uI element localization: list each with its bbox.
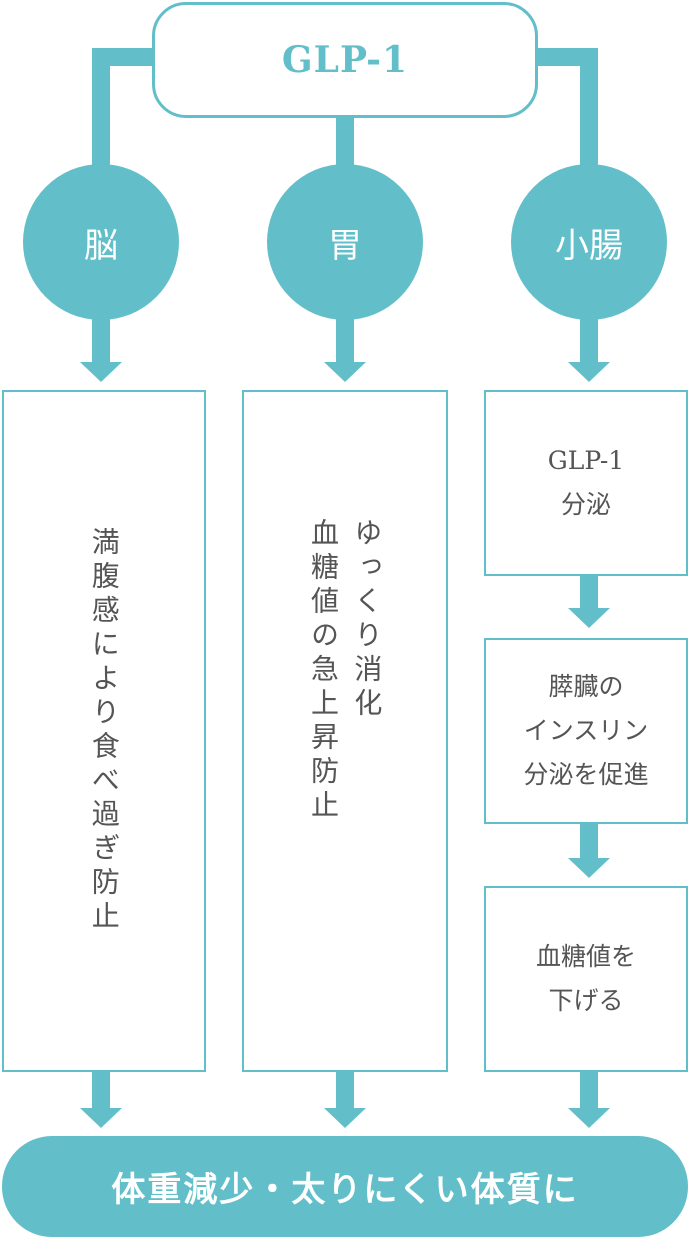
- blood-sugar-box: 血糖値を 下げる: [484, 886, 688, 1072]
- organ-stomach: 胃: [267, 164, 423, 320]
- glp1-secretion-box: GLP-1 分泌: [484, 390, 688, 576]
- organ-brain: 脳: [23, 164, 179, 320]
- glp1-secretion-text: GLP-1 分泌: [548, 439, 624, 527]
- blood-sugar-line-1: 血糖値を: [535, 942, 636, 972]
- brain-effect-text: 満腹感により食べ過ぎ防止: [82, 527, 125, 935]
- stomach-effect-line-1: ゆっくり消化: [350, 518, 384, 722]
- insulin-line-2: インスリン: [523, 716, 649, 746]
- organ-small-intestine-label: 小腸: [555, 225, 623, 266]
- insulin-line-3: 分泌を促進: [523, 759, 649, 789]
- insulin-box: 膵臓の インスリン 分泌を促進: [484, 638, 688, 824]
- result-label: 体重減少・太りにくい体質に: [111, 1170, 579, 1210]
- glp1-title: GLP-1: [281, 39, 409, 81]
- organ-small-intestine: 小腸: [511, 164, 667, 320]
- glp1-secretion-line-1: GLP-1: [547, 446, 625, 476]
- brain-effect-box: 満腹感により食べ過ぎ防止: [2, 390, 206, 1072]
- organ-stomach-label: 胃: [328, 225, 362, 266]
- blood-sugar-line-2: 下げる: [548, 986, 624, 1015]
- organ-brain-label: 脳: [84, 225, 118, 266]
- glp1-secretion-line-2: 分泌: [560, 490, 611, 519]
- blood-sugar-text: 血糖値を 下げる: [536, 935, 636, 1023]
- stomach-effect-text: ゆっくり消化 血糖値の急上昇防止: [302, 518, 389, 824]
- result-banner: 体重減少・太りにくい体質に: [2, 1136, 688, 1237]
- insulin-text: 膵臓の インスリン 分泌を促進: [523, 665, 648, 796]
- glp1-title-box: GLP-1: [152, 2, 538, 118]
- stomach-effect-line-2: 血糖値の急上昇防止: [307, 518, 340, 824]
- insulin-line-1: 膵臓の: [548, 672, 624, 702]
- stomach-effect-box: ゆっくり消化 血糖値の急上昇防止: [242, 390, 448, 1072]
- brain-effect-line: 満腹感により食べ過ぎ防止: [87, 527, 121, 935]
